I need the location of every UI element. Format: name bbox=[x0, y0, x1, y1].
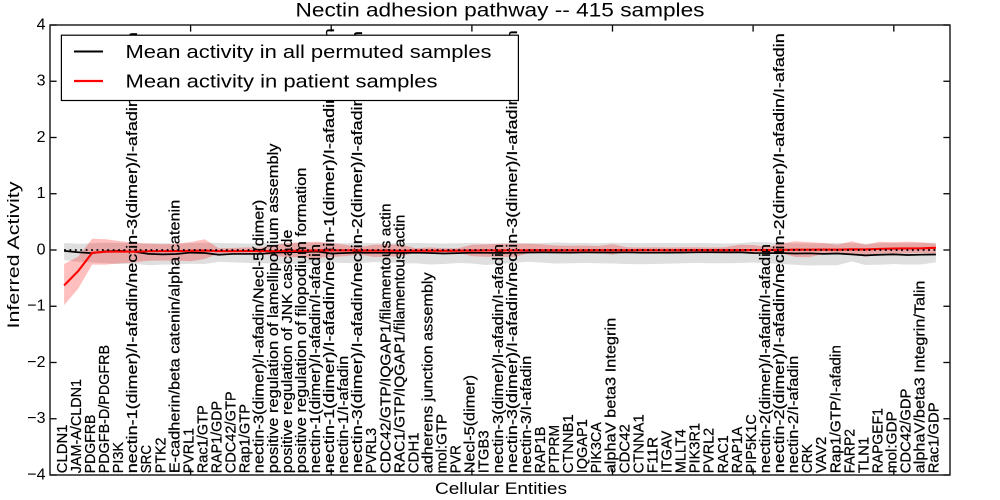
svg-text:alphaV/beta3 Integrin/Talin: alphaV/beta3 Integrin/Talin bbox=[913, 280, 929, 473]
svg-text:Rac1/GTP: Rac1/GTP bbox=[195, 405, 211, 473]
svg-text:RAC1: RAC1 bbox=[716, 435, 732, 473]
svg-text:Nectin adhesion pathway -- 415: Nectin adhesion pathway -- 415 samples bbox=[296, 1, 705, 22]
svg-text:PVRL2: PVRL2 bbox=[702, 428, 718, 473]
svg-text:nectin-1/I-afadin: nectin-1/I-afadin bbox=[336, 356, 352, 474]
svg-text:CDC42/GDP: CDC42/GDP bbox=[899, 389, 915, 474]
svg-text:Inferred Activity: Inferred Activity bbox=[4, 181, 23, 329]
svg-text:PVRL1: PVRL1 bbox=[181, 428, 197, 473]
svg-text:nectin-3/I-afadin: nectin-3/I-afadin bbox=[519, 356, 535, 474]
svg-text:0: 0 bbox=[37, 241, 46, 258]
svg-text:nectin-3(dimer)/I-afadin/necti: nectin-3(dimer)/I-afadin/nectin-3(dimer)… bbox=[505, 30, 521, 473]
svg-text:RAC1/GTP/IQGAP1/filamentous ac: RAC1/GTP/IQGAP1/filamentous actin bbox=[392, 215, 408, 474]
svg-text:Necl-5(dimer): Necl-5(dimer) bbox=[463, 375, 479, 473]
svg-text:CDH1: CDH1 bbox=[406, 432, 422, 473]
svg-text:PVR: PVR bbox=[449, 445, 465, 473]
svg-text:MLLT4: MLLT4 bbox=[674, 429, 690, 473]
svg-text:Rap1/GTP/I-afadin: Rap1/GTP/I-afadin bbox=[828, 345, 844, 473]
svg-text:adherens junction assembly: adherens junction assembly bbox=[420, 271, 436, 473]
svg-text:PIK3R1: PIK3R1 bbox=[688, 423, 704, 473]
svg-text:CRK: CRK bbox=[800, 444, 816, 474]
svg-text:ITGB3: ITGB3 bbox=[477, 430, 493, 473]
svg-text:CTNNB1: CTNNB1 bbox=[561, 414, 577, 473]
svg-text:FARP2: FARP2 bbox=[842, 429, 858, 473]
svg-text:2: 2 bbox=[37, 129, 46, 146]
svg-text:nectin-3(dimer)/I-afadin/Necl-: nectin-3(dimer)/I-afadin/Necl-5(dimer) bbox=[252, 200, 268, 474]
svg-text:CDC42: CDC42 bbox=[617, 424, 633, 473]
svg-text:F11R: F11R bbox=[645, 437, 661, 473]
svg-text:−1: −1 bbox=[27, 298, 45, 315]
svg-text:positive regulation of filopod: positive regulation of filopodium format… bbox=[294, 167, 310, 473]
svg-text:−3: −3 bbox=[27, 410, 45, 427]
svg-text:E-cadherin/beta catenin/alpha: E-cadherin/beta catenin/alpha catenin bbox=[167, 200, 183, 474]
svg-text:RAP1/GDP: RAP1/GDP bbox=[210, 401, 226, 473]
svg-text:positive regulation of JNK cas: positive regulation of JNK cascade bbox=[280, 230, 296, 474]
svg-text:RAPGEF1: RAPGEF1 bbox=[870, 408, 886, 473]
svg-text:TLN1: TLN1 bbox=[856, 437, 872, 474]
svg-text:nectin-3(dimer)/I-afadin/I-afa: nectin-3(dimer)/I-afadin/I-afadin bbox=[491, 244, 507, 473]
svg-text:JAM-A/CLDN1: JAM-A/CLDN1 bbox=[69, 379, 85, 473]
svg-text:−2: −2 bbox=[27, 354, 45, 371]
svg-text:PI3K: PI3K bbox=[111, 442, 127, 474]
svg-text:nectin-2(dimer)/I-afadin/I-afa: nectin-2(dimer)/I-afadin/I-afadin bbox=[758, 244, 774, 473]
svg-text:PTPRM: PTPRM bbox=[547, 425, 563, 473]
svg-text:nectin-2/I-afadin: nectin-2/I-afadin bbox=[786, 356, 802, 474]
svg-text:positive regulation of lamelli: positive regulation of lamellipodium ass… bbox=[266, 143, 282, 474]
svg-text:Mean activity in patient sampl: Mean activity in patient samples bbox=[126, 70, 438, 91]
svg-text:IQGAP1: IQGAP1 bbox=[575, 419, 591, 473]
svg-text:Rac1/GDP: Rac1/GDP bbox=[927, 402, 943, 473]
svg-text:mol:GDP: mol:GDP bbox=[885, 411, 901, 473]
svg-text:CTNNA1: CTNNA1 bbox=[631, 414, 647, 473]
svg-text:Mean activity in all permuted: Mean activity in all permuted samples bbox=[126, 41, 492, 62]
svg-text:RAP1B: RAP1B bbox=[533, 427, 549, 474]
svg-text:PIK3CA: PIK3CA bbox=[589, 422, 605, 474]
svg-text:1: 1 bbox=[37, 185, 46, 202]
svg-text:alphaV beta3 Integrin: alphaV beta3 Integrin bbox=[603, 318, 619, 474]
svg-text:Rap1/GTP: Rap1/GTP bbox=[238, 404, 254, 473]
svg-text:VAV2: VAV2 bbox=[814, 437, 830, 474]
svg-text:PDGFB-D/PDGFRB: PDGFB-D/PDGFRB bbox=[97, 345, 113, 473]
svg-text:mol:GTP: mol:GTP bbox=[435, 414, 451, 473]
svg-text:PVRL3: PVRL3 bbox=[364, 428, 380, 473]
svg-text:−4: −4 bbox=[27, 466, 45, 483]
svg-text:Cellular Entities: Cellular Entities bbox=[435, 479, 567, 498]
svg-text:PTK2: PTK2 bbox=[153, 437, 169, 473]
svg-text:CLDN1: CLDN1 bbox=[55, 424, 71, 473]
svg-text:ITGAV: ITGAV bbox=[660, 430, 676, 473]
svg-text:nectin-1(dimer)/I-afadin/I-afa: nectin-1(dimer)/I-afadin/I-afadin bbox=[308, 244, 324, 473]
svg-text:4: 4 bbox=[37, 16, 46, 33]
svg-text:RAP1A: RAP1A bbox=[730, 426, 746, 473]
svg-text:PIP5K1C: PIP5K1C bbox=[744, 414, 760, 473]
svg-text:CDC42/GTP/IQGAP1/filamentous a: CDC42/GTP/IQGAP1/filamentous actin bbox=[378, 203, 394, 473]
svg-text:SRC: SRC bbox=[139, 445, 155, 473]
svg-text:3: 3 bbox=[37, 73, 46, 90]
svg-text:CDC42/GTP: CDC42/GTP bbox=[224, 391, 240, 473]
svg-text:nectin-1(dimer)/I-afadin/necti: nectin-1(dimer)/I-afadin/nectin-3(dimer)… bbox=[125, 32, 141, 473]
svg-text:PDGFRB: PDGFRB bbox=[83, 415, 99, 474]
